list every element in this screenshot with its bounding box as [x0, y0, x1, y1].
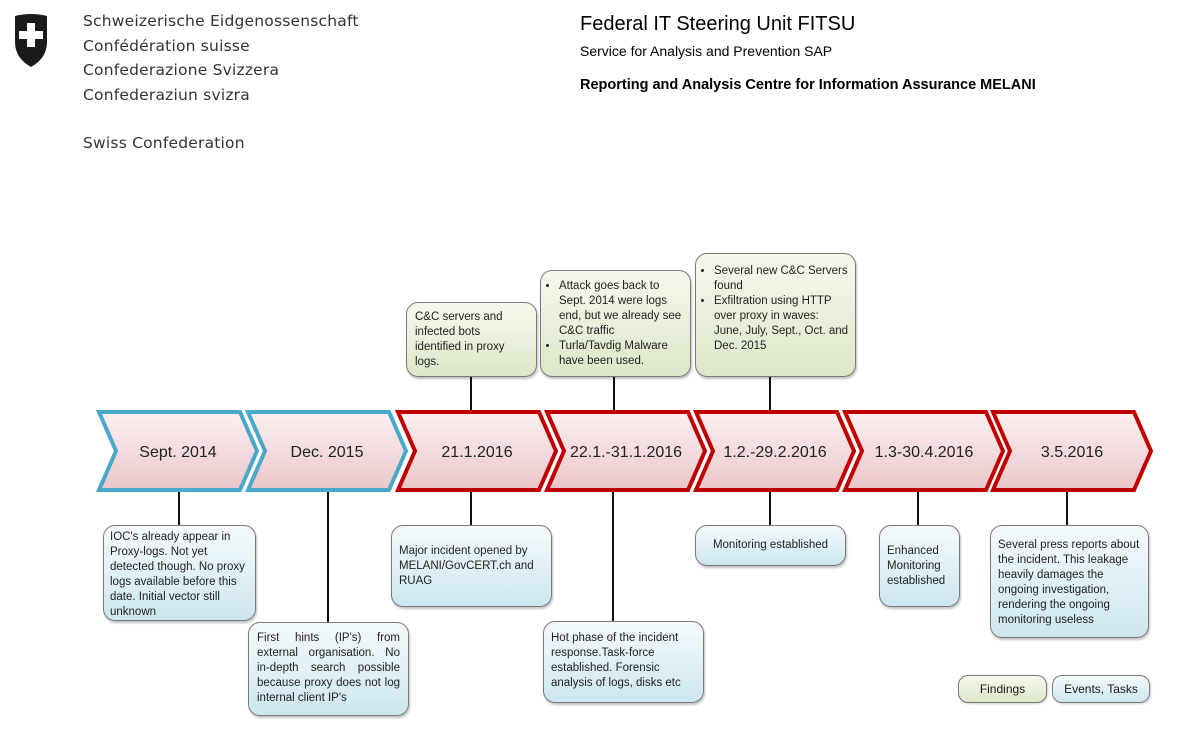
swiss-coat-of-arms — [14, 12, 48, 68]
timeline-chevron — [244, 410, 409, 492]
connector-line — [769, 490, 771, 526]
timeline-chevron — [692, 410, 857, 492]
org-name-rm: Confederaziun svizra — [83, 85, 250, 104]
connector-line — [612, 490, 614, 622]
event-box-3-5-2016: Several press reports about the incident… — [990, 525, 1149, 638]
org-name-fr: Confédération suisse — [83, 36, 250, 55]
event-text: Enhanced Monitoring established — [887, 545, 946, 587]
connector-line — [470, 490, 472, 526]
timeline-label: Sept. 2014 — [139, 444, 217, 461]
event-text: Hot phase of the incident response.Task-… — [551, 632, 681, 689]
org-name-en: Swiss Confederation — [83, 134, 245, 152]
unit-centre: Reporting and Analysis Centre for Inform… — [580, 77, 1036, 93]
finding-bullet: Turla/Tavdig Malware have been used. — [559, 339, 684, 369]
timeline-label: 1.3-30.4.2016 — [875, 444, 974, 461]
event-box-sept-2014: IOC's already appear in Proxy-logs. Not … — [103, 525, 256, 621]
event-box-21-1-2016: Major incident opened by MELANI/GovCERT.… — [391, 525, 552, 607]
finding-box-1-2-29-2-2016: Several new C&C Servers found Exfiltrati… — [695, 253, 856, 377]
swiss-shield-icon — [15, 14, 47, 67]
legend-events-label: Events, Tasks — [1064, 682, 1138, 696]
finding-text: C&C servers and infected bots identified… — [415, 311, 505, 368]
timeline-chevron — [394, 410, 559, 492]
event-text: First hints (IP's) from external organis… — [257, 632, 400, 704]
org-name-de: Schweizerische Eidgenossenschaft — [83, 12, 359, 30]
legend-findings-label: Findings — [979, 682, 1026, 696]
connector-line — [613, 376, 615, 412]
event-box-1-2-29-2-2016: Monitoring established — [695, 525, 846, 566]
unit-title: Federal IT Steering Unit FITSU — [580, 13, 856, 35]
timeline-label: 22.1.-31.1.2016 — [570, 444, 682, 461]
timeline-label: 21.1.2016 — [441, 444, 512, 461]
timeline-label: 1.2.-29.2.2016 — [723, 444, 826, 461]
finding-bullets: Several new C&C Servers found Exfiltrati… — [700, 264, 849, 354]
event-text: Major incident opened by MELANI/GovCERT.… — [399, 545, 534, 587]
finding-bullet: Several new C&C Servers found — [714, 264, 849, 294]
event-box-22-1-31-1-2016: Hot phase of the incident response.Task-… — [543, 621, 704, 703]
finding-box-22-1-31-1-2016: Attack goes back to Sept. 2014 were logs… — [540, 270, 691, 377]
connector-line — [769, 376, 771, 412]
timeline-chevron — [95, 410, 260, 492]
legend-events-tasks: Events, Tasks — [1052, 675, 1150, 703]
finding-bullets: Attack goes back to Sept. 2014 were logs… — [545, 279, 684, 369]
connector-line — [178, 490, 180, 526]
event-text: Monitoring established — [712, 539, 829, 551]
timeline-label: Dec. 2015 — [291, 444, 364, 461]
event-text: Several press reports about the incident… — [998, 539, 1140, 626]
unit-service: Service for Analysis and Prevention SAP — [580, 43, 833, 59]
event-text: IOC's already appear in Proxy-logs. Not … — [110, 531, 245, 618]
connector-line — [327, 490, 329, 623]
event-box-dec-2015: First hints (IP's) from external organis… — [248, 622, 409, 716]
finding-bullet: Attack goes back to Sept. 2014 were logs… — [559, 279, 684, 339]
org-name-it: Confederazione Svizzera — [83, 61, 280, 79]
connector-line — [917, 490, 919, 526]
finding-bullet: Exfiltration using HTTP over proxy in wa… — [714, 294, 849, 354]
timeline-chevron — [841, 410, 1006, 492]
timeline-chevron — [543, 410, 708, 492]
timeline-label: 3.5.2016 — [1041, 444, 1103, 461]
event-box-1-3-30-4-2016: Enhanced Monitoring established — [879, 525, 960, 607]
finding-box-21-1-2016: C&C servers and infected bots identified… — [406, 302, 537, 377]
connector-line — [470, 376, 472, 412]
legend-findings: Findings — [958, 675, 1047, 703]
timeline-chevron — [989, 410, 1154, 492]
org-names-block: Schweizerische Eidgenossenschaft Confédé… — [83, 9, 359, 107]
connector-line — [1066, 490, 1068, 526]
